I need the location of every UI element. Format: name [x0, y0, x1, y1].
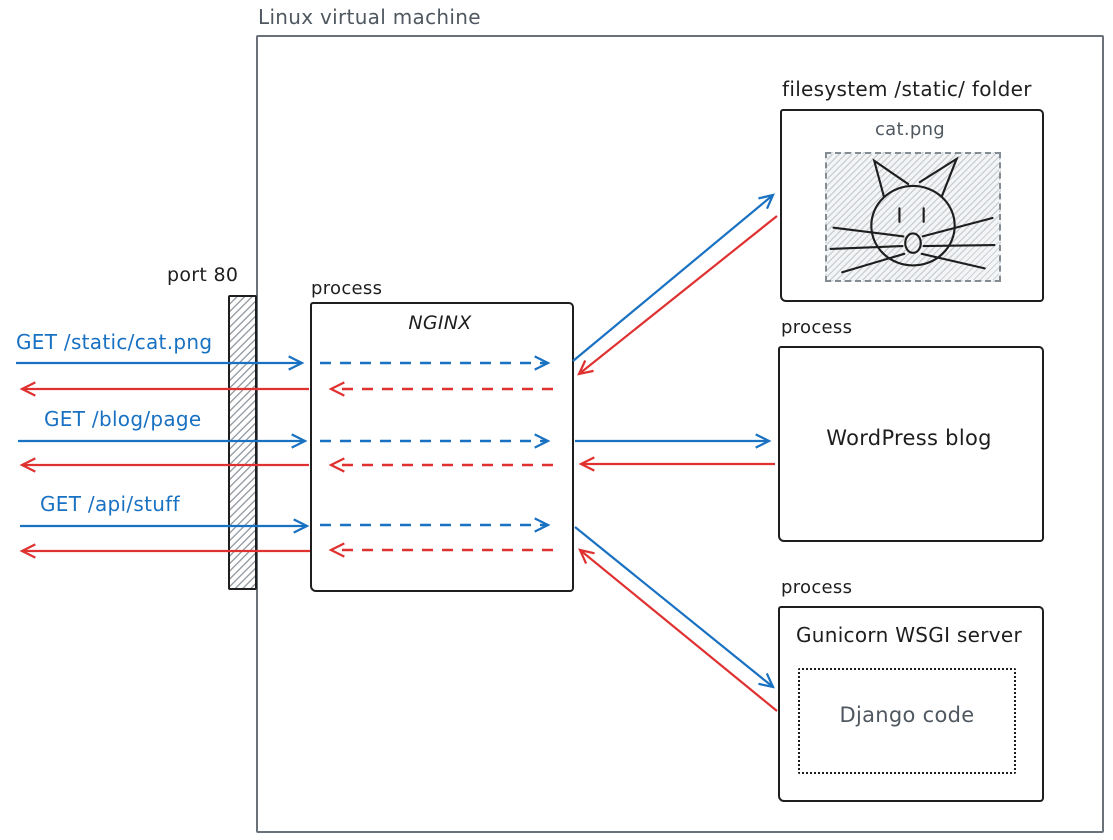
gunicorn-title: Gunicorn WSGI server	[795, 623, 1023, 647]
port-80-bar	[228, 295, 257, 590]
wordpress-process-label: process	[781, 317, 853, 338]
cat-image-frame	[825, 152, 1001, 282]
django-code-label: Django code	[839, 703, 975, 727]
vm-boundary-box	[256, 35, 1104, 833]
nginx-process-label: process	[311, 278, 383, 299]
request-label-api: GET /api/stuff	[40, 492, 180, 516]
cat-icon	[829, 156, 996, 274]
request-label-static: GET /static/cat.png	[16, 330, 213, 354]
nginx-box	[310, 302, 574, 592]
cat-png-label: cat.png	[874, 119, 946, 140]
django-code-box	[798, 668, 1016, 774]
port-80-label: port 80	[167, 264, 239, 286]
wordpress-box	[778, 346, 1044, 542]
gunicorn-box	[778, 606, 1044, 802]
request-label-blog: GET /blog/page	[44, 407, 202, 431]
vm-title: Linux virtual machine	[258, 5, 481, 29]
gunicorn-process-label: process	[781, 577, 853, 598]
filesystem-label: filesystem /static/ folder	[782, 77, 1032, 101]
nginx-title: NGINX	[408, 312, 472, 334]
wordpress-title: WordPress blog	[826, 426, 992, 450]
